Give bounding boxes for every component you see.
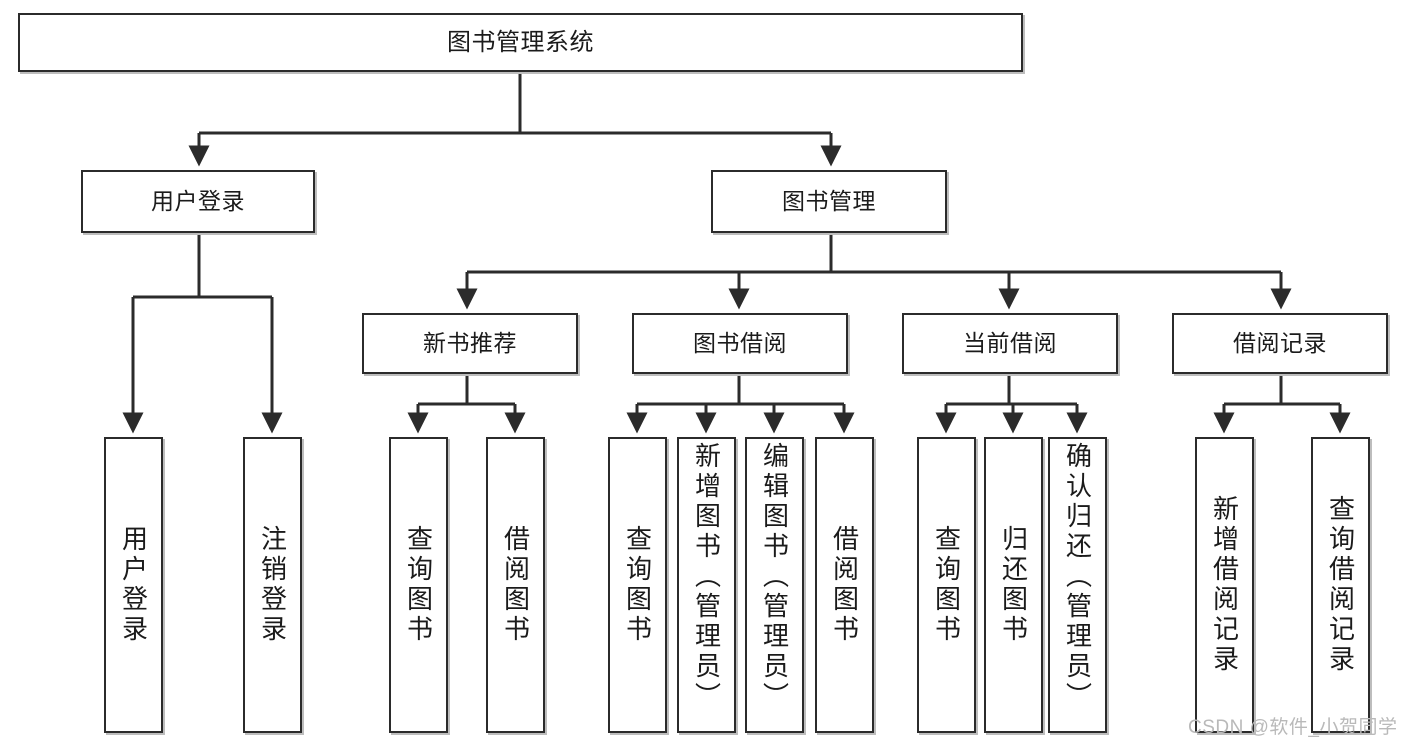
node-leaf-user-login[interactable]: 用户登录 (104, 437, 163, 733)
node-leaf-borrow-book[interactable]: 借阅图书 (815, 437, 874, 733)
node-root-library-system[interactable]: 图书管理系统 (18, 13, 1023, 72)
node-user-login[interactable]: 用户登录 (81, 170, 315, 233)
node-leaf-add-borrow-record[interactable]: 新增借阅记录 (1195, 437, 1254, 733)
node-book-management[interactable]: 图书管理 (711, 170, 947, 233)
node-label: 注销登录 (257, 525, 288, 645)
node-label: 图书借阅 (693, 330, 787, 357)
node-label: 新增图书（管理员） (691, 442, 722, 712)
node-leaf-return-book[interactable]: 归还图书 (984, 437, 1043, 733)
node-label: 当前借阅 (963, 330, 1057, 357)
node-label: 用户登录 (151, 188, 245, 215)
node-label: 图书管理系统 (447, 28, 594, 56)
node-leaf-edit-book-admin[interactable]: 编辑图书（管理员） (745, 437, 804, 733)
node-label: 确认归还（管理员） (1062, 442, 1093, 712)
node-label: 借阅记录 (1233, 330, 1327, 357)
node-leaf-query-book-new[interactable]: 查询图书 (389, 437, 448, 733)
node-label: 借阅图书 (829, 525, 860, 645)
node-leaf-borrow-book-new[interactable]: 借阅图书 (486, 437, 545, 733)
node-current-borrow[interactable]: 当前借阅 (902, 313, 1118, 374)
node-label: 借阅图书 (500, 525, 531, 645)
node-label: 查询图书 (931, 525, 962, 645)
node-label: 查询图书 (403, 525, 434, 645)
node-label: 查询借阅记录 (1325, 495, 1356, 675)
node-label: 归还图书 (998, 525, 1029, 645)
node-leaf-add-book-admin[interactable]: 新增图书（管理员） (677, 437, 736, 733)
node-leaf-query-book-current[interactable]: 查询图书 (917, 437, 976, 733)
node-label: 编辑图书（管理员） (759, 442, 790, 712)
node-leaf-query-borrow-record[interactable]: 查询借阅记录 (1311, 437, 1370, 733)
node-label: 新增借阅记录 (1209, 495, 1240, 675)
node-label: 新书推荐 (423, 330, 517, 357)
node-label: 查询图书 (622, 525, 653, 645)
node-label: 图书管理 (782, 188, 876, 215)
node-leaf-logout[interactable]: 注销登录 (243, 437, 302, 733)
node-borrow-record[interactable]: 借阅记录 (1172, 313, 1388, 374)
node-label: 用户登录 (118, 525, 149, 645)
node-new-book-recommend[interactable]: 新书推荐 (362, 313, 578, 374)
csdn-watermark: CSDN @软件_小贺同学 (1188, 717, 1398, 738)
node-leaf-confirm-return-admin[interactable]: 确认归还（管理员） (1048, 437, 1107, 733)
node-leaf-query-book-borrow[interactable]: 查询图书 (608, 437, 667, 733)
node-book-borrow[interactable]: 图书借阅 (632, 313, 848, 374)
